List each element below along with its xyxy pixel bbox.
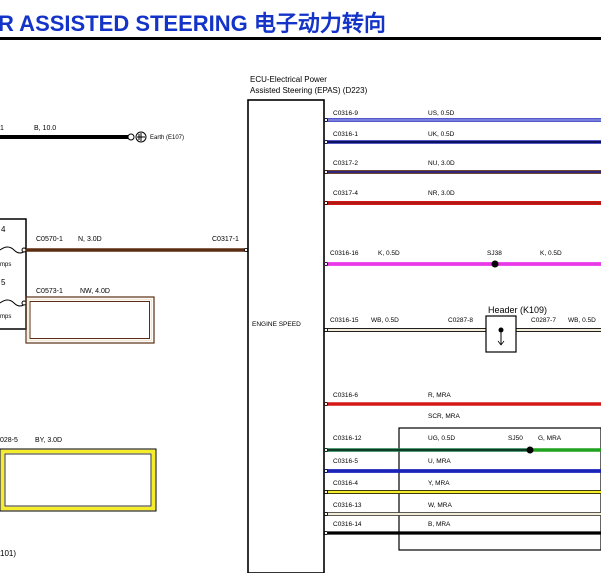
- wire-label-ug: UG, 0.5D: [428, 435, 455, 442]
- ecu-name-line1: ECU-Electrical Power: [250, 75, 327, 84]
- header-k109-label: Header (K109): [488, 305, 547, 315]
- wire-yellow-loop-inner: [4, 453, 152, 507]
- wire-yellow-loop: [0, 449, 156, 511]
- wire-brown-white-loop-outer: [25, 296, 155, 344]
- pin-c0316-16: C0316-16: [330, 250, 359, 257]
- wire-label-uk: UK, 0.5D: [428, 131, 455, 138]
- wire-brown-white-loop-inner: [27, 298, 153, 342]
- left-bottom-ref: 101): [0, 549, 16, 558]
- pin-c0316-12: C0316-12: [333, 435, 362, 442]
- wire-label-r: R, MRA: [428, 392, 451, 399]
- shield-box: [398, 427, 601, 551]
- pin-c0316-13: C0316-13: [333, 502, 362, 509]
- fuse-symbol-1: [0, 246, 27, 254]
- header-node: [498, 327, 504, 333]
- ecu-name-line2: Assisted Steering (EPAS) (D223): [250, 86, 368, 95]
- wire-yellow-loop-outer: [0, 448, 157, 512]
- pin-label-1: 1: [0, 125, 4, 132]
- splice-sj38-label: SJ38: [487, 250, 502, 257]
- conn-c0287-8: C0287-8: [448, 317, 473, 324]
- wire-label-b: B, MRA: [428, 521, 451, 528]
- conn-c0287-7: C0287-7: [531, 317, 556, 324]
- ecu-pin-labels: C0316-9 C0316-1 C0317-2 C0317-4 C0316-16…: [330, 110, 362, 528]
- fuse-terminal-1: [21, 247, 27, 253]
- wire-label-nu: NU, 3.0D: [428, 160, 455, 167]
- pin-c0317-2: C0317-2: [333, 160, 358, 167]
- fuse-symbol-2: [0, 299, 27, 307]
- ecu-pin-terminals: [243, 118, 328, 536]
- pin-c0317-4: C0317-4: [333, 190, 358, 197]
- wire-label-us: US, 0.5D: [428, 110, 455, 117]
- wire-label-wb: WB, 0.5D: [371, 317, 399, 324]
- wire-label-k-after: K, 0.5D: [540, 250, 562, 257]
- fuse-amps-1: mps: [0, 262, 11, 268]
- conn-c0317-1: C0317-1: [212, 236, 239, 243]
- wire-label-scr: SCR, MRA: [428, 413, 460, 420]
- splice-sj50-label: SJ50: [508, 435, 523, 442]
- wire-label-nr: NR, 3.0D: [428, 190, 455, 197]
- earth-terminal: [127, 133, 135, 141]
- fuse-amps-2: mps: [0, 314, 11, 320]
- conn-028-5: 028-5: [0, 437, 18, 444]
- wire-brown-white-loop-core: [29, 301, 150, 339]
- splice-sj50: [526, 446, 534, 454]
- fuse-pin-5: 5: [1, 278, 6, 287]
- ecu-engine-speed-label: ENGINE SPEED: [252, 321, 301, 328]
- pin-c0316-1: C0316-1: [333, 131, 358, 138]
- pin-c0316-9: C0316-9: [333, 110, 358, 117]
- ecu-epas-box: [247, 99, 325, 573]
- wire-label-wb-after: WB, 0.5D: [568, 317, 596, 324]
- wire-label-y: Y, MRA: [428, 480, 450, 487]
- pin-c0316-6: C0316-6: [333, 392, 358, 399]
- pin-c0316-14: C0316-14: [333, 521, 362, 528]
- wire-label-u: U, MRA: [428, 458, 451, 465]
- pin-c0316-4: C0316-4: [333, 480, 358, 487]
- earth-icon: [135, 131, 147, 143]
- pin-c0316-5: C0316-5: [333, 458, 358, 465]
- wire-label-b10: B, 10.0: [34, 125, 56, 132]
- page-title: R ASSISTED STEERING 电子动力转向: [0, 11, 386, 36]
- conn-c0570-1: C0570-1: [36, 236, 63, 243]
- wire-label-g: G, MRA: [538, 435, 562, 442]
- wire-label-k: K, 0.5D: [378, 250, 400, 257]
- wire-label-n3: N, 3.0D: [78, 236, 102, 243]
- wire-label-by3: BY, 3.0D: [35, 437, 62, 444]
- fuse-pin-4: 4: [1, 225, 6, 234]
- header-arrow: [497, 340, 505, 346]
- splice-sj38: [491, 260, 499, 268]
- wire-label-w: W, MRA: [428, 502, 452, 509]
- pin-c0316-15: C0316-15: [330, 317, 359, 324]
- fuse-box-outline: [0, 218, 27, 330]
- wire-label-nw4: NW, 4.0D: [80, 288, 110, 295]
- conn-c0573-1: C0573-1: [36, 288, 63, 295]
- title-underline: [0, 37, 601, 40]
- earth-label: Earth (E107): [150, 135, 184, 141]
